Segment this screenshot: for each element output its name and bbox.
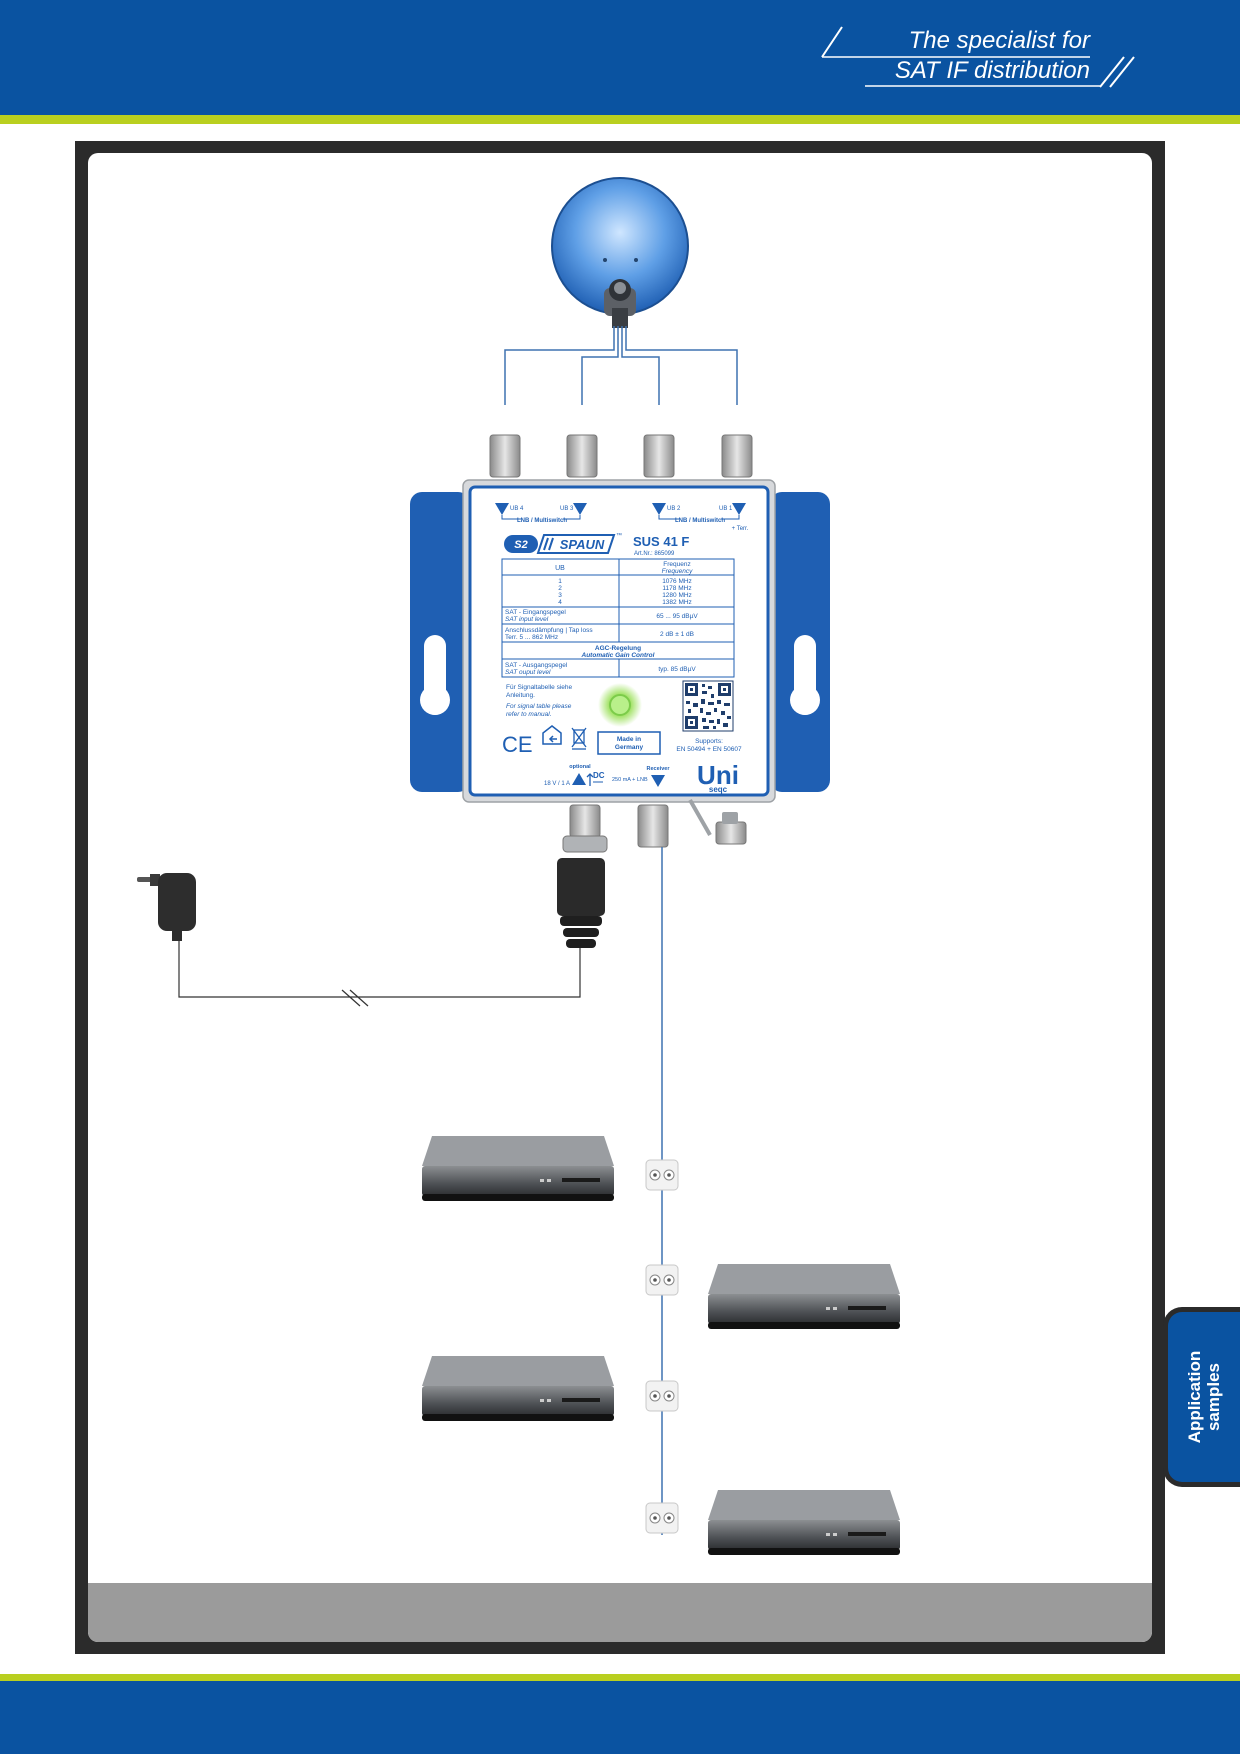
slogan: The specialist for SAT IF distribution <box>870 26 1090 86</box>
device-mounting-flanges <box>410 492 830 792</box>
side-tab-line-1: Application <box>1185 1350 1204 1444</box>
indoor-use-icon <box>542 725 562 745</box>
receiver-label: Receiver <box>647 766 671 772</box>
wall-outlet-2 <box>645 1264 679 1296</box>
port-label-ub4: UB 4 <box>510 506 524 512</box>
seqc-logo-text: seqc <box>709 785 728 794</box>
application-samples-tab[interactable]: Application samples <box>1168 1312 1240 1482</box>
table-col1-header: UB <box>555 565 565 572</box>
port-label-ub2: UB 2 <box>667 506 681 512</box>
model-name: SUS 41 F <box>633 534 689 549</box>
ce-mark-icon: CE <box>502 732 533 757</box>
ground-terminal-icon <box>688 799 747 845</box>
output-level-value: typ. 85 dBµV <box>658 666 696 673</box>
slogan-decoration <box>821 26 1135 88</box>
status-led-icon <box>598 683 642 727</box>
cable-break-mark <box>341 989 369 1007</box>
header-accent-stripe <box>0 115 1240 124</box>
receiver-output-arrow-icon <box>651 775 665 787</box>
wall-outlet-3 <box>645 1380 679 1412</box>
wall-outlet-4 <box>645 1502 679 1534</box>
brand-name: SPAUN <box>560 537 605 552</box>
power-connector <box>557 804 608 948</box>
side-tab-label: Application samples <box>1185 1351 1223 1444</box>
receiver-3-icon <box>422 1356 614 1421</box>
article-number: Art.Nr.: 865099 <box>634 551 675 557</box>
input-level-label-en: SAT input level <box>505 616 549 623</box>
output-level-label-de: SAT - Ausgangspegel <box>505 662 568 669</box>
weee-bin-icon <box>571 727 587 750</box>
port-arrows <box>495 503 746 515</box>
receiver-1-icon <box>422 1136 614 1201</box>
panel-footer-bar <box>88 1583 1152 1642</box>
freq-value-4: 1382 MHz <box>662 599 692 606</box>
footer-accent-stripe <box>0 1674 1240 1681</box>
dc-label: DC <box>593 771 605 780</box>
freq-value-3: 1280 MHz <box>662 592 692 599</box>
brand-trademark: ™ <box>616 532 622 539</box>
slogan-line-1: The specialist for <box>908 27 1090 54</box>
port-label-ub3: UB 3 <box>560 506 574 512</box>
wall-outlet-1 <box>645 1159 679 1191</box>
freq-value-1: 1076 MHz <box>662 578 692 585</box>
slogan-line-2: SAT IF distribution <box>894 57 1090 84</box>
ub-value-2: 2 <box>558 585 562 592</box>
supports-standards: EN 50494 + EN 50607 <box>676 746 742 753</box>
input-level-value: 65 ... 95 dBµV <box>656 613 698 620</box>
multiswitch-device: UB 4 UB 3 UB 2 UB 1 LNB / Multiswitch LN… <box>462 479 776 803</box>
note-de-2: Anleitung. <box>506 692 535 699</box>
optional-label: optional <box>569 764 591 770</box>
note-en-1: For signal table please <box>506 703 572 710</box>
power-input-arrow-icon <box>572 773 586 785</box>
power-adapter-icon <box>137 873 196 941</box>
qr-code-icon <box>682 680 734 732</box>
satellite-dish-icon <box>551 177 689 328</box>
diagram-panel <box>88 153 1152 1642</box>
made-in-line-1: Made in <box>617 736 641 743</box>
receiver-power-label: 250 mA + LNB <box>612 777 648 783</box>
receiver-output-connector <box>637 804 669 848</box>
ub-value-3: 3 <box>558 592 562 599</box>
unicable-logo: Uni seqc <box>697 760 739 794</box>
power-cable <box>178 941 581 998</box>
agc-label-de: AGC-Regelung <box>595 645 641 652</box>
made-in-badge <box>597 731 661 755</box>
lnb-label-right: LNB / Multiswitch <box>675 518 725 524</box>
input-f-connectors <box>489 434 753 478</box>
receiver-4-icon <box>708 1490 900 1555</box>
supports-label: Supports: <box>695 738 723 745</box>
freq-value-2: 1178 MHz <box>662 585 691 592</box>
taploss-terr: Terr. 5 ... 862 MHz <box>505 634 558 641</box>
ub-value-1: 1 <box>558 578 562 585</box>
lnb-label-left: LNB / Multiswitch <box>517 518 567 524</box>
note-en-2: refer to manual. <box>506 711 552 718</box>
spaun-logo: S2 SPAUN ™ <box>504 532 622 554</box>
taploss-label: Anschlussdämpfung | Tap loss <box>505 627 593 634</box>
uni-logo-text: Uni <box>697 760 739 790</box>
agc-label-en: Automatic Gain Control <box>581 652 655 659</box>
output-level-label-en: SAT ouput level <box>505 669 551 676</box>
port-label-ub1: UB 1 <box>719 506 733 512</box>
power-supply-label: 18 V / 1 A <box>544 781 570 787</box>
brand-prefix: S2 <box>514 539 527 551</box>
ub-value-4: 4 <box>558 599 562 606</box>
spec-table <box>501 558 735 678</box>
lnb-cables <box>504 326 738 405</box>
terr-label: + Terr. <box>732 526 749 532</box>
note-de-1: Für Signaltabelle siehe <box>506 684 573 691</box>
table-col2-header-en: Frequency <box>662 568 693 575</box>
table-col2-header-de: Frequenz <box>663 561 690 568</box>
receiver-2-icon <box>708 1264 900 1329</box>
taploss-value: 2 dB ± 1 dB <box>660 631 694 638</box>
footer-band <box>0 1681 1240 1754</box>
side-tab-line-2: samples <box>1204 1362 1223 1432</box>
input-level-label-de: SAT - Eingangspegel <box>505 609 566 616</box>
made-in-line-2: Germany <box>615 744 644 751</box>
